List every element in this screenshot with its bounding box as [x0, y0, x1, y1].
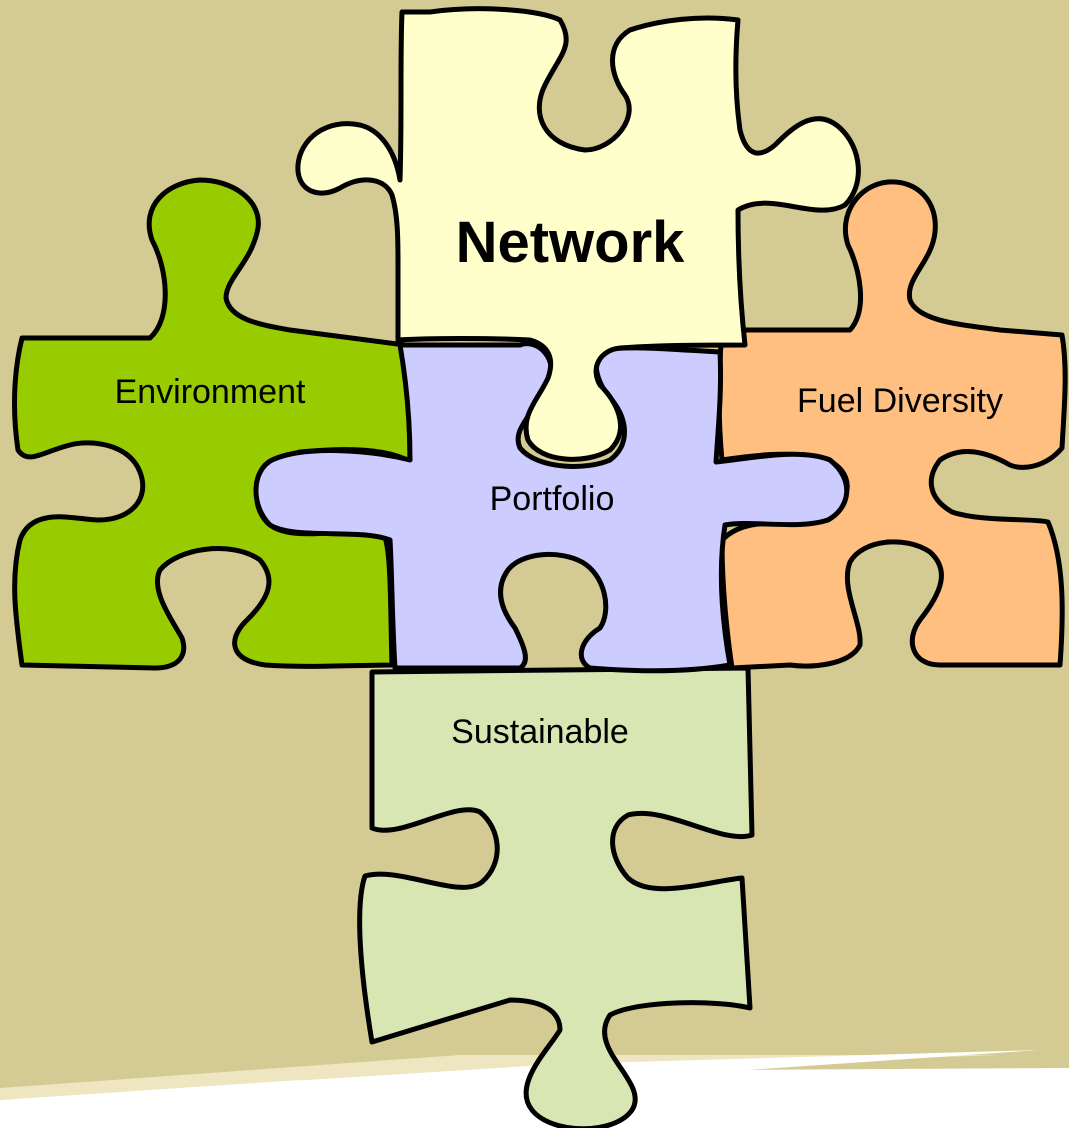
piece-environment	[12, 177, 413, 671]
label-sustainable: Sustainable	[451, 713, 629, 751]
label-environment: Environment	[115, 373, 306, 411]
piece-fuel-diversity	[716, 179, 1068, 671]
label-portfolio: Portfolio	[490, 480, 615, 518]
piece-network	[295, 6, 861, 462]
label-network: Network	[456, 210, 686, 275]
label-fuel-diversity: Fuel Diversity	[797, 382, 1003, 420]
piece-sustainable	[357, 665, 755, 1128]
